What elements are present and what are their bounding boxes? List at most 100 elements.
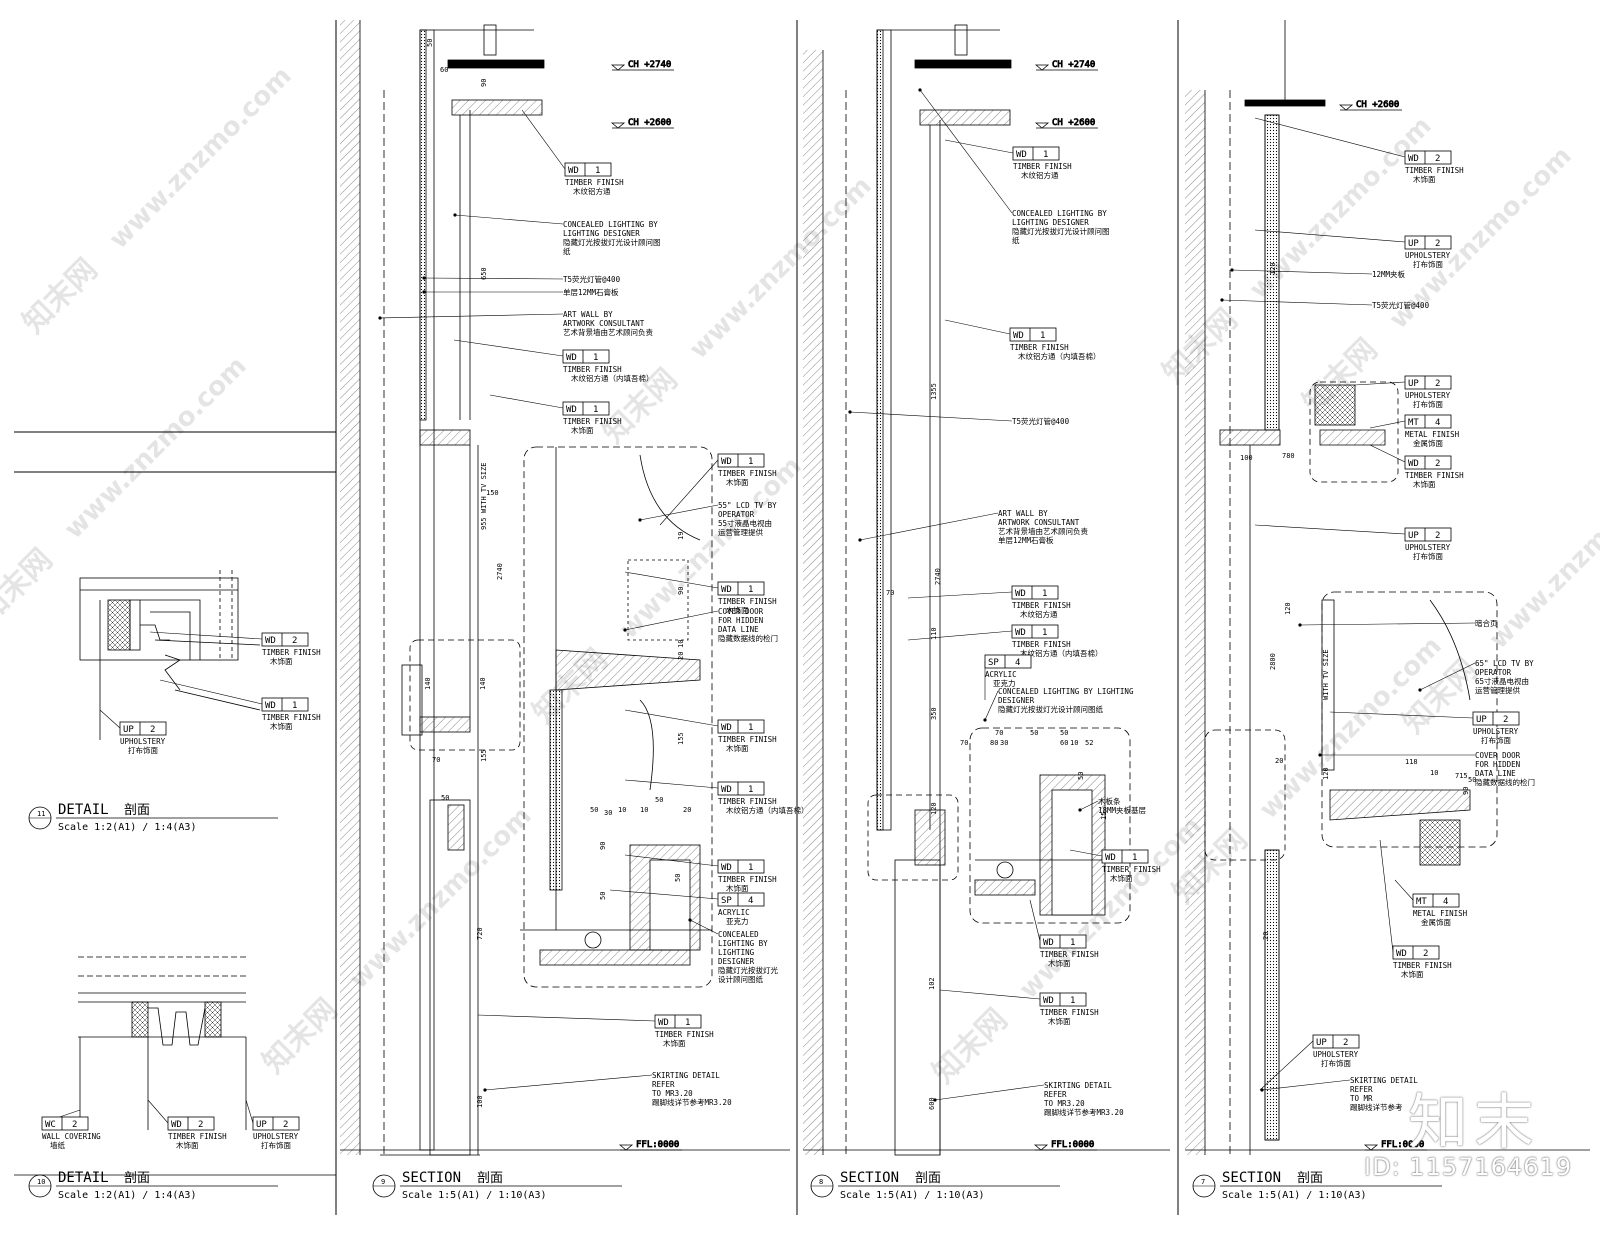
note-line: REFER [1350,1085,1373,1094]
note-line: 65" LCD TV BY [1475,659,1534,668]
note-line: CONCEALED LIGHTING BY [563,220,658,229]
tag-number: 1 [1043,150,1048,160]
annotation-note: CONCEALED LIGHTING BY LIGHTINGDESIGNER隐藏… [983,687,1134,722]
tag-code: UP [1316,1038,1327,1048]
dimension-value: 2740 [934,568,942,585]
title-number: 7 [1201,1178,1205,1186]
tag-code: WD [1408,459,1419,469]
tag-number: 1 [1070,996,1075,1006]
dimension-value: 50 [1060,729,1068,737]
dimension-value: 150 [486,489,499,497]
dimension-value: 10 [640,806,648,814]
tag-label: TIMBER FINISH [1012,640,1071,649]
watermark-url: www.znzmo.com [59,351,253,545]
tag-label: TIMBER FINISH [718,875,777,884]
note-line: ARTWORK CONSULTANT [563,319,645,328]
note-line: SKIRTING DETAIL [1044,1081,1112,1090]
dimension-value: 102 [928,977,936,990]
title-name: SECTION [402,1170,461,1186]
tag-code: MT [1408,418,1419,428]
dimension-value: 100 [476,1095,484,1108]
dimension-value: 715 [1455,772,1468,780]
tag-label-cn: 木饰面 [1048,1016,1071,1026]
dimension-value: 720 [476,927,484,940]
note-line: 暗合页 [1475,618,1498,628]
tag-number: 4 [748,896,753,906]
note-line: CONCEALED LIGHTING BY LIGHTING [998,687,1134,696]
level-mark: FFL:0000 [618,1140,682,1151]
note-line: ART WALL BY [998,509,1048,518]
dimension-value: 10 [1430,769,1438,777]
sheet-frame [14,20,1179,1215]
tag-code: WD [265,636,276,646]
tag-number: 4 [1015,658,1020,668]
level-label: FFL:0000 [636,1140,679,1150]
note-line: 设计顾问图纸 [718,974,763,984]
title-name: DETAIL [58,802,109,818]
note-line: LIGHTING DESIGNER [563,229,640,238]
note-line: 隐藏灯光按拔灯光 [718,965,778,975]
tag-label-cn: 木饰面 [1413,174,1436,184]
tag-label-cn: 金属饰面 [1421,917,1451,927]
tag-code: WD [171,1120,182,1130]
tag-label-cn: 打布饰面 [1321,1058,1351,1068]
tag-label: TIMBER FINISH [168,1132,227,1141]
level-mark: CH +2740 [610,60,674,71]
dimension-value: 52 [1085,739,1093,747]
level-label: FFL:0000 [1051,1140,1094,1150]
dimension-value: 120 [930,802,938,815]
tag-label-cn: 木饰面 [1110,873,1133,883]
tag-label: WALL COVERING [42,1132,101,1141]
tag-label-cn: 木纹铝方通（内填吾棉） [1020,648,1103,658]
tag-number: 1 [748,785,753,795]
note-line: 隐藏灯光按拔灯光设计顾问图纸 [998,704,1103,714]
tag-number: 2 [1343,1038,1348,1048]
tag-code: WD [1043,996,1054,1006]
dimension-value: 20 [677,652,685,660]
dimension-value: 155 [480,749,488,762]
note-line: CONCEALED LIGHTING BY [1012,209,1107,218]
tag-label-cn: 木纹铝方通 [1020,609,1058,619]
dimension-value: 118 [1405,758,1418,766]
annotation-note: 暗合页 [1298,618,1498,628]
dimension-value: 780 [1282,452,1295,460]
note-line: LIGHTING [718,948,755,957]
detail-11 [79,570,261,740]
tag-label: TIMBER FINISH [563,365,622,374]
dimension-value: 955 WITH TV SIZE [480,463,488,530]
dimension-value: 50 [1468,776,1476,784]
annotation-note: 12MM夹板 [1230,268,1406,279]
tag-label: TIMBER FINISH [565,178,624,187]
tag-label-cn: 亚克力 [993,678,1016,688]
title-scale: Scale 1:5(A1) / 1:10(A3) [840,1190,985,1201]
tag-number: 2 [1435,239,1440,249]
watermark-cn: 知末网 [256,992,344,1080]
note-line: 运营管理提供 [1475,685,1520,695]
tag-number: 1 [595,166,600,176]
dimension-value: 10 [677,640,685,648]
tag-label: TIMBER FINISH [1102,865,1161,874]
note-line: TO MR3.20 [652,1089,693,1098]
section-9 [340,20,790,1156]
watermark-cn: 知末网 [926,1002,1014,1090]
tag-label: UPHOLSTERY [1405,251,1451,260]
image-id: ID: 1157164619 [1364,1153,1572,1181]
tag-number: 2 [1423,949,1428,959]
level-label: CH +2740 [1052,60,1095,70]
tag-label-cn: 墙纸 [50,1140,65,1150]
tag-number: 4 [1443,897,1448,907]
tag-number: 1 [748,863,753,873]
dimension-value: 10 [618,806,626,814]
tag-label-cn: 木饰面 [1401,969,1424,979]
note-line: 65寸液晶电视由 [1475,676,1529,686]
